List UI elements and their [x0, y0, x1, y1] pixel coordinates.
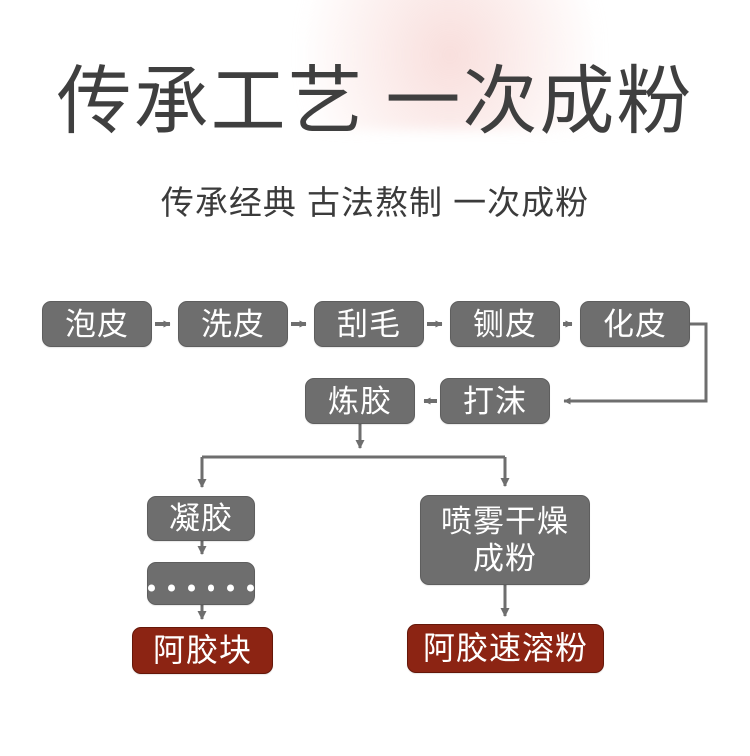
process-node-guamao[interactable]: 刮毛	[314, 301, 424, 347]
dot-indicator-row	[148, 584, 254, 592]
result-node-ejiaokuai[interactable]: 阿胶块	[132, 627, 273, 674]
dot-2	[167, 584, 175, 592]
process-node-paopi[interactable]: 泡皮	[42, 301, 152, 347]
process-node-aging-dots[interactable]	[147, 562, 255, 605]
process-node-damo[interactable]: 打沫	[440, 378, 550, 424]
dot-3	[187, 584, 195, 592]
process-node-lianjiao[interactable]: 炼胶	[305, 378, 415, 424]
dot-5	[227, 584, 235, 592]
process-node-huapi[interactable]: 化皮	[580, 301, 690, 347]
result-node-ejiao-surongfen[interactable]: 阿胶速溶粉	[407, 624, 604, 673]
process-node-ningjiao[interactable]: 凝胶	[147, 496, 255, 541]
process-node-zhapi[interactable]: 铡皮	[450, 301, 560, 347]
page-title: 传承工艺 一次成粉	[56, 61, 694, 144]
process-node-xipi[interactable]: 洗皮	[178, 301, 288, 347]
dot-1	[148, 584, 155, 592]
edge-lianjiao-split	[197, 424, 510, 488]
dot-4	[207, 584, 215, 592]
dot-6	[247, 584, 254, 592]
process-node-penwuganzao-chengfen[interactable]: 喷雾干燥 成粉	[420, 495, 590, 585]
page-subtitle: 传承经典 古法熬制 一次成粉	[160, 184, 590, 221]
